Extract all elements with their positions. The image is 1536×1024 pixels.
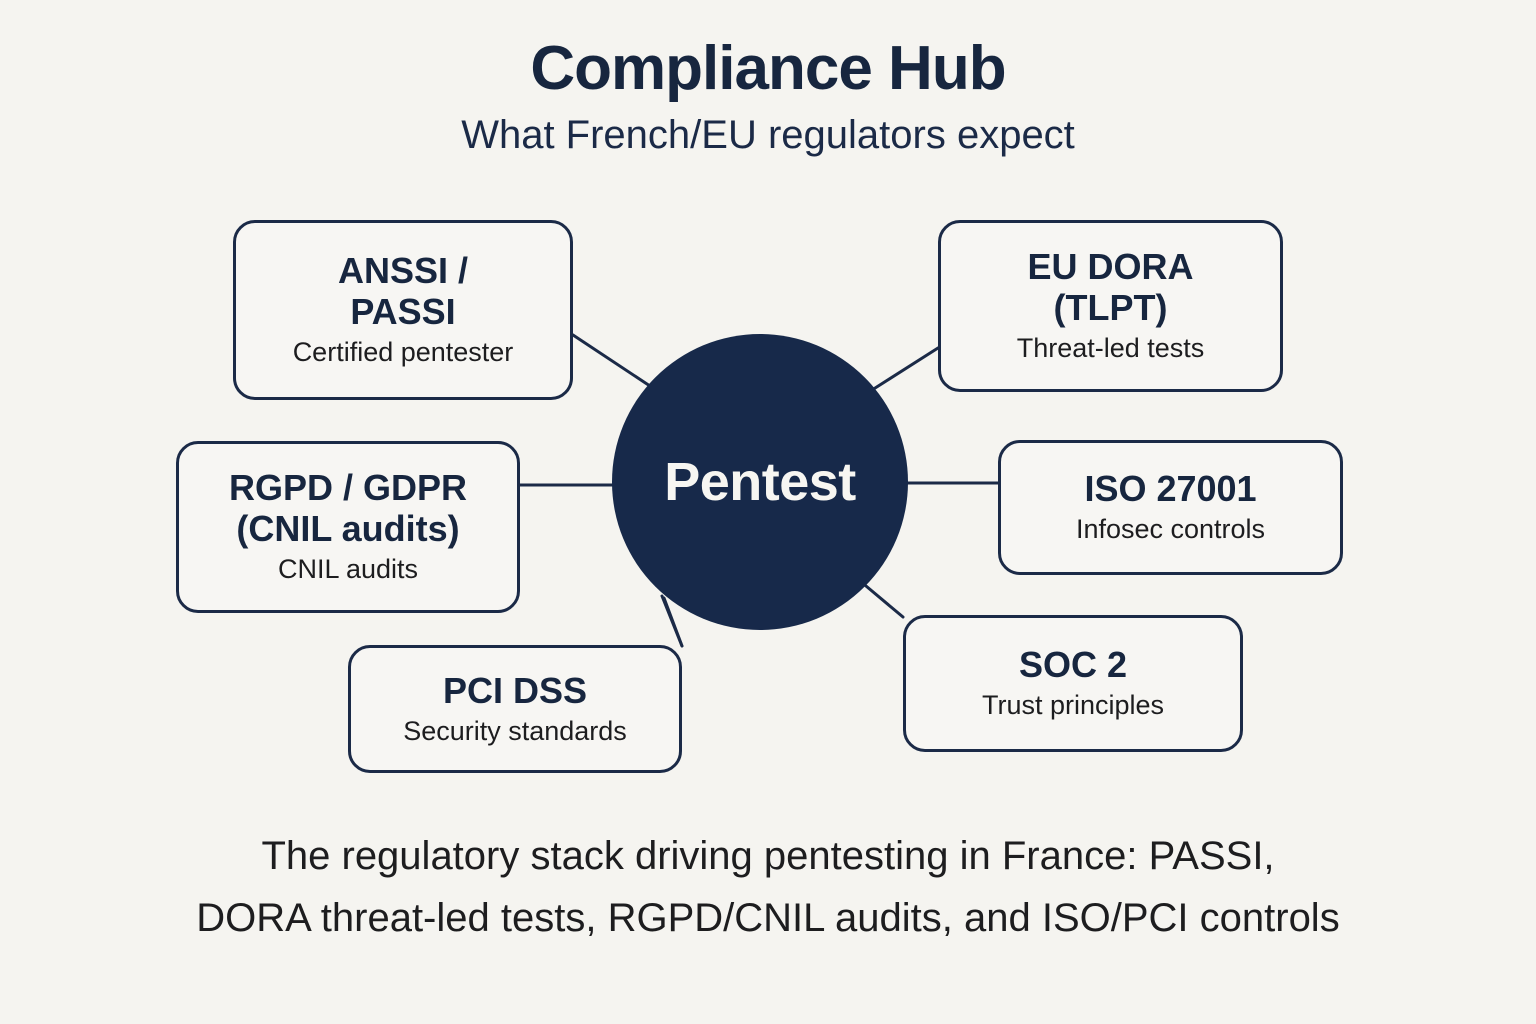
node-eu-dora-tlpt[interactable]: EU DORA (TLPT) Threat-led tests xyxy=(938,220,1283,392)
caption-line-2: DORA threat-led tests, RGPD/CNIL audits,… xyxy=(196,896,1340,940)
node-subtitle: Threat-led tests xyxy=(1016,333,1205,364)
node-subtitle: Certified pentester xyxy=(292,337,514,368)
node-title: PCI DSS xyxy=(442,669,588,711)
node-rgpd-gdpr[interactable]: RGPD / GDPR (CNIL audits) CNIL audits xyxy=(176,441,520,613)
node-subtitle: Trust principles xyxy=(981,690,1165,721)
footer-caption: The regulatory stack driving pentesting … xyxy=(0,825,1536,949)
node-soc-2[interactable]: SOC 2 Trust principles xyxy=(903,615,1243,752)
node-title: ISO 27001 xyxy=(1084,468,1257,510)
node-anssi-passi[interactable]: ANSSI / PASSI Certified pentester xyxy=(233,220,573,400)
header: Compliance Hub What French/EU regulators… xyxy=(0,0,1536,157)
node-title: EU DORA (TLPT) xyxy=(1027,246,1194,328)
node-subtitle: Infosec controls xyxy=(1075,514,1266,545)
node-subtitle: Security standards xyxy=(403,715,627,746)
node-title: ANSSI / PASSI xyxy=(337,250,469,332)
page-title: Compliance Hub xyxy=(530,34,1006,103)
edge-hub-soc xyxy=(864,584,905,619)
node-subtitle: CNIL audits xyxy=(277,554,419,585)
node-iso-27001[interactable]: ISO 27001 Infosec controls xyxy=(998,440,1343,575)
page-subtitle: What French/EU regulators expect xyxy=(461,113,1075,158)
node-title: SOC 2 xyxy=(1018,644,1128,686)
edge-hub-dora xyxy=(870,346,940,392)
node-pci-dss[interactable]: PCI DSS Security standards xyxy=(348,645,682,773)
hub-label: Pentest xyxy=(664,452,856,512)
edge-hub-anssi xyxy=(571,333,655,390)
caption-line-1: The regulatory stack driving pentesting … xyxy=(261,834,1275,878)
node-title: RGPD / GDPR (CNIL audits) xyxy=(228,467,468,549)
hub-node-pentest[interactable]: Pentest xyxy=(612,334,908,630)
